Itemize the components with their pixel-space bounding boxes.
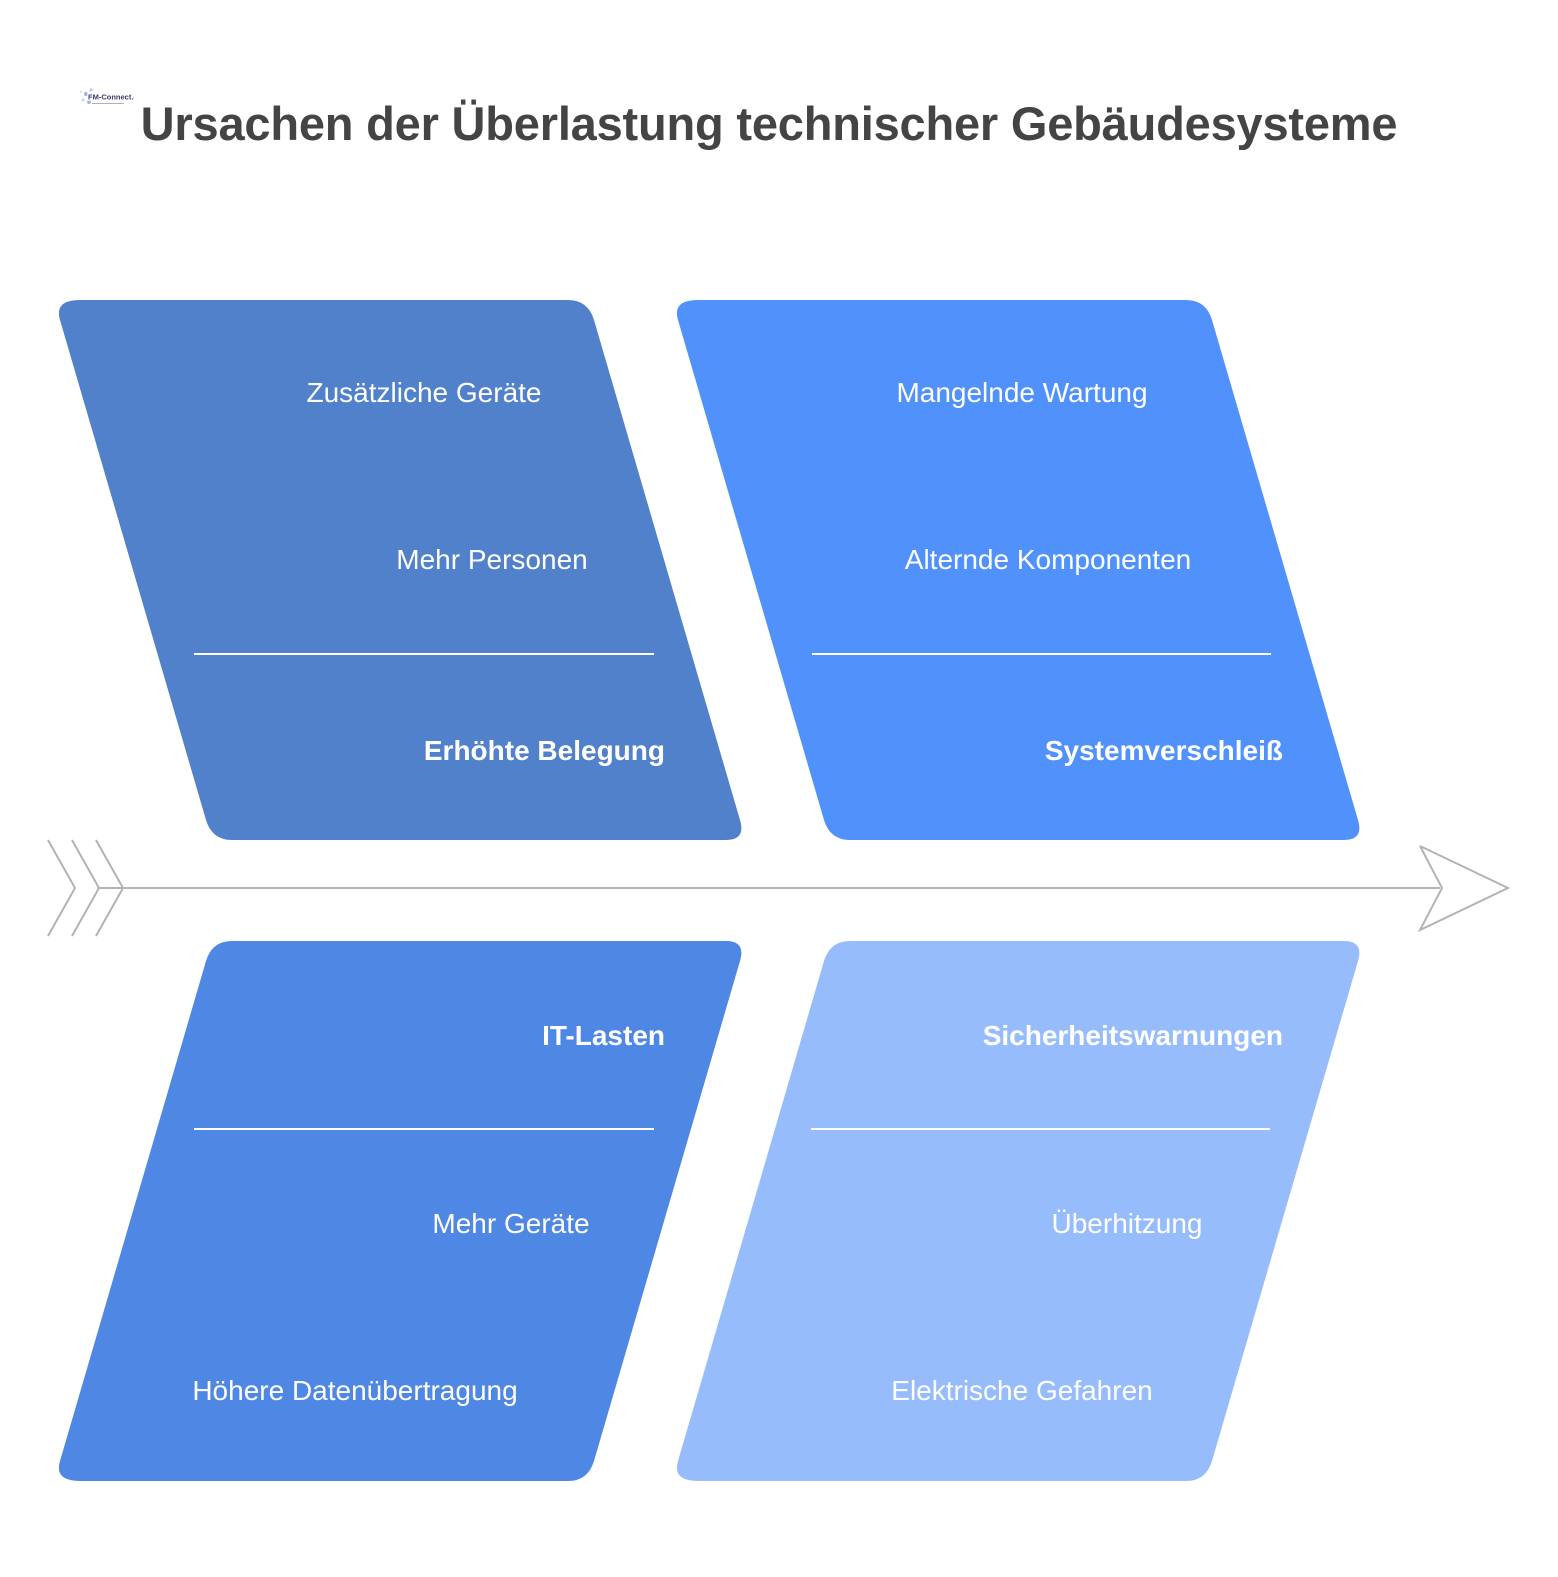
category-label: Systemverschleiß [1045,735,1283,766]
category-block-4: Sicherheitswarnungen Überhitzung Elektri… [676,941,1360,1481]
cause-label: Mehr Geräte [432,1208,589,1239]
category-2-shape [676,300,1360,840]
page-title: Ursachen der Überlastung technischer Geb… [140,97,1398,150]
logo-text: FM-Connect.com [88,93,134,102]
logo-image: FM-Connect.com [80,88,134,104]
category-block-3: IT-Lasten Mehr Geräte Höhere Datenübertr… [58,941,742,1481]
cause-label: Zusätzliche Geräte [307,377,542,408]
cause-label: Mehr Personen [396,544,587,575]
spine-arrowhead-icon [1417,845,1511,933]
cause-label: Höhere Datenübertragung [192,1375,517,1406]
category-label: Sicherheitswarnungen [983,1020,1283,1051]
spine-tail-chevron-icon [95,839,125,937]
category-label: Erhöhte Belegung [424,735,665,766]
company-logo: FM-Connect.com [78,84,134,110]
cause-label: Alternde Komponenten [905,544,1191,575]
cause-label: Mangelnde Wartung [896,377,1147,408]
cause-label: Überhitzung [1052,1208,1203,1239]
category-4-shape [676,941,1360,1481]
cause-label: Elektrische Gefahren [891,1375,1152,1406]
category-block-2: Mangelnde Wartung Alternde Komponenten S… [676,300,1360,840]
category-3-shape [58,941,742,1481]
category-1-shape [58,300,742,840]
category-block-1: Zusätzliche Geräte Mehr Personen Erhöhte… [58,300,742,840]
spine-tail-chevron-icon [71,839,101,937]
spine [47,839,1511,937]
spine-tail-chevron-icon [47,839,77,937]
category-label: IT-Lasten [542,1020,665,1051]
